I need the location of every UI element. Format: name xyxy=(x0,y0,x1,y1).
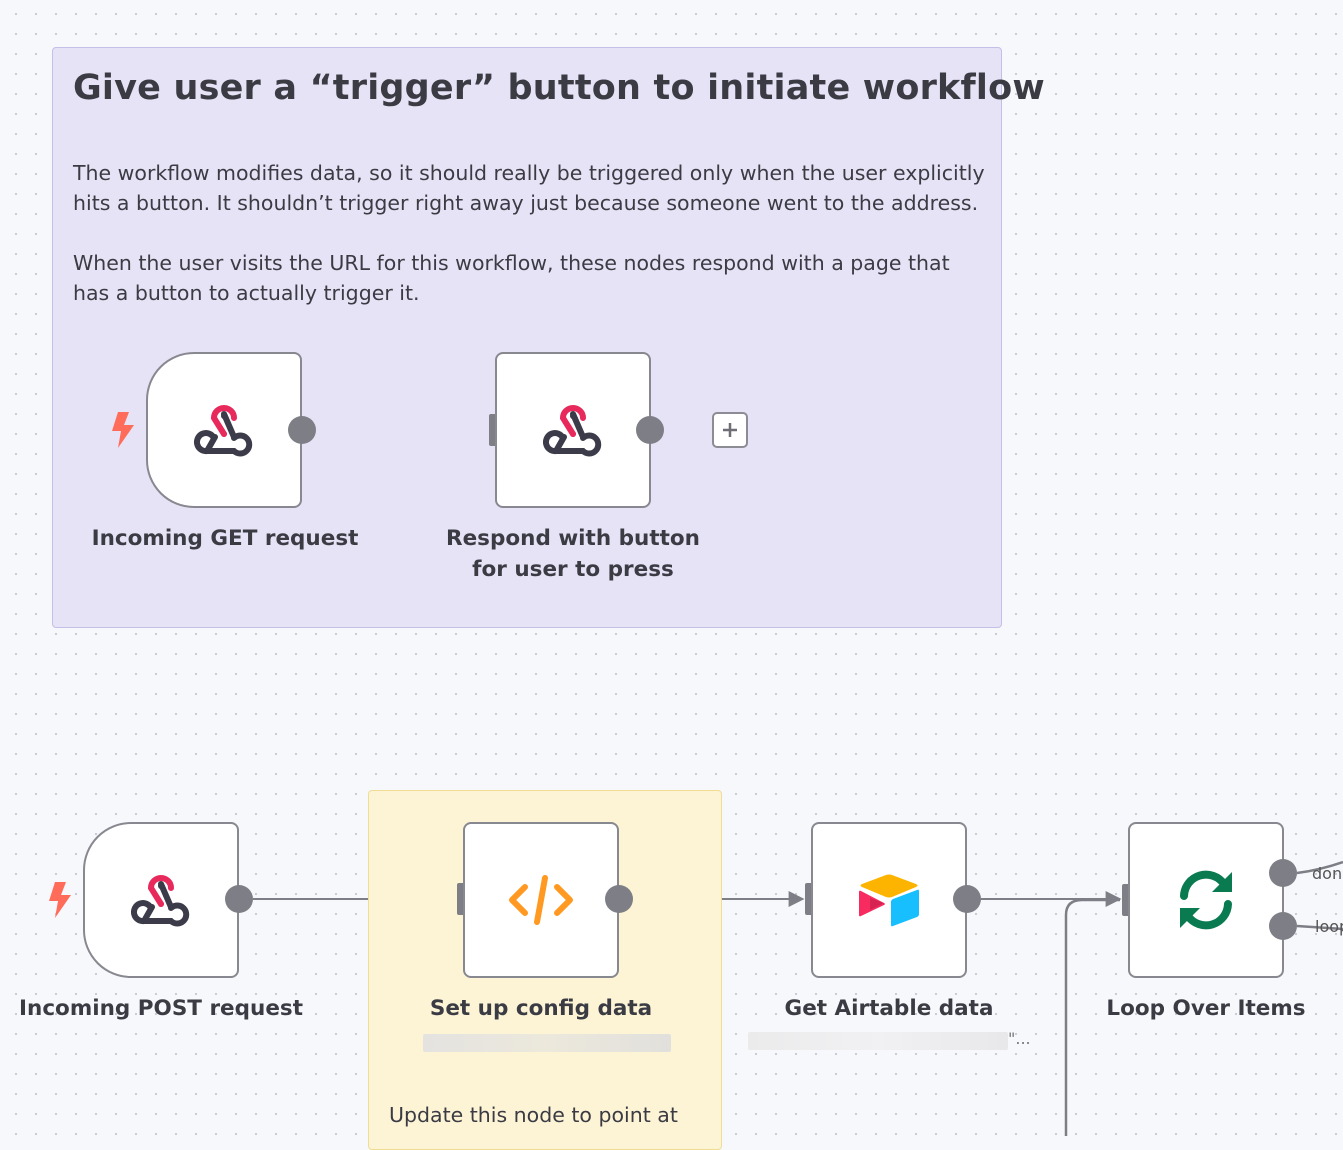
output-port[interactable] xyxy=(953,885,981,913)
trigger-bolt-icon xyxy=(49,882,71,918)
node-loop-over-items[interactable] xyxy=(1128,822,1284,978)
airtable-icon xyxy=(859,874,919,927)
node-subtitle-redacted xyxy=(423,1034,671,1052)
add-node-button[interactable] xyxy=(712,412,748,448)
sticky-note-title: Give user a “trigger” button to initiate… xyxy=(73,68,1045,108)
trigger-bolt-icon xyxy=(112,412,134,448)
node-incoming-get-request[interactable] xyxy=(146,352,302,508)
node-label-line: for user to press xyxy=(472,557,674,582)
output-port[interactable] xyxy=(288,416,316,444)
sticky-note-paragraph: When the user visits the URL for this wo… xyxy=(73,251,950,305)
connection-loop-loop-out[interactable] xyxy=(1296,924,1343,931)
node-label: Incoming POST request xyxy=(19,996,303,1021)
node-respond-with-button[interactable] xyxy=(495,352,651,508)
connection-loop-done-out[interactable] xyxy=(1296,860,1343,875)
code-icon xyxy=(509,875,573,925)
webhook-icon xyxy=(194,405,253,457)
node-label: Respond with button for user to press xyxy=(446,523,700,585)
connection-loop-back[interactable] xyxy=(1064,898,1120,1136)
webhook-icon xyxy=(543,405,602,457)
sticky-note-trigger-info[interactable]: Give user a “trigger” button to initiate… xyxy=(52,47,1045,628)
node-label: Loop Over Items xyxy=(1106,996,1306,1021)
node-label: Incoming GET request xyxy=(91,526,359,551)
node-incoming-post-request[interactable] xyxy=(83,822,239,978)
sticky-note-text: Update this node to point at xyxy=(389,1103,678,1127)
output-label-loop: loop xyxy=(1315,917,1343,936)
output-port[interactable] xyxy=(636,416,664,444)
sticky-note-paragraph: The workflow modifies data, so it should… xyxy=(73,161,985,215)
output-label-done: done xyxy=(1312,864,1343,883)
webhook-icon xyxy=(131,875,190,927)
loop-icon xyxy=(1180,870,1232,930)
node-label-line: Respond with button xyxy=(446,526,700,551)
output-port[interactable] xyxy=(605,885,633,913)
sticky-note-body: The workflow modifies data, so it should… xyxy=(73,158,988,338)
node-subtitle-suffix: "... xyxy=(1008,1029,1031,1048)
node-set-up-config-data[interactable] xyxy=(463,822,619,978)
output-port-done[interactable] xyxy=(1269,859,1297,887)
output-port[interactable] xyxy=(225,885,253,913)
node-label: Set up config data xyxy=(429,996,653,1021)
node-get-airtable-data[interactable] xyxy=(811,822,967,978)
plus-icon xyxy=(723,423,737,437)
node-label: Get Airtable data xyxy=(784,996,994,1021)
output-port-loop[interactable] xyxy=(1269,912,1297,940)
node-subtitle-redacted xyxy=(748,1032,1008,1050)
